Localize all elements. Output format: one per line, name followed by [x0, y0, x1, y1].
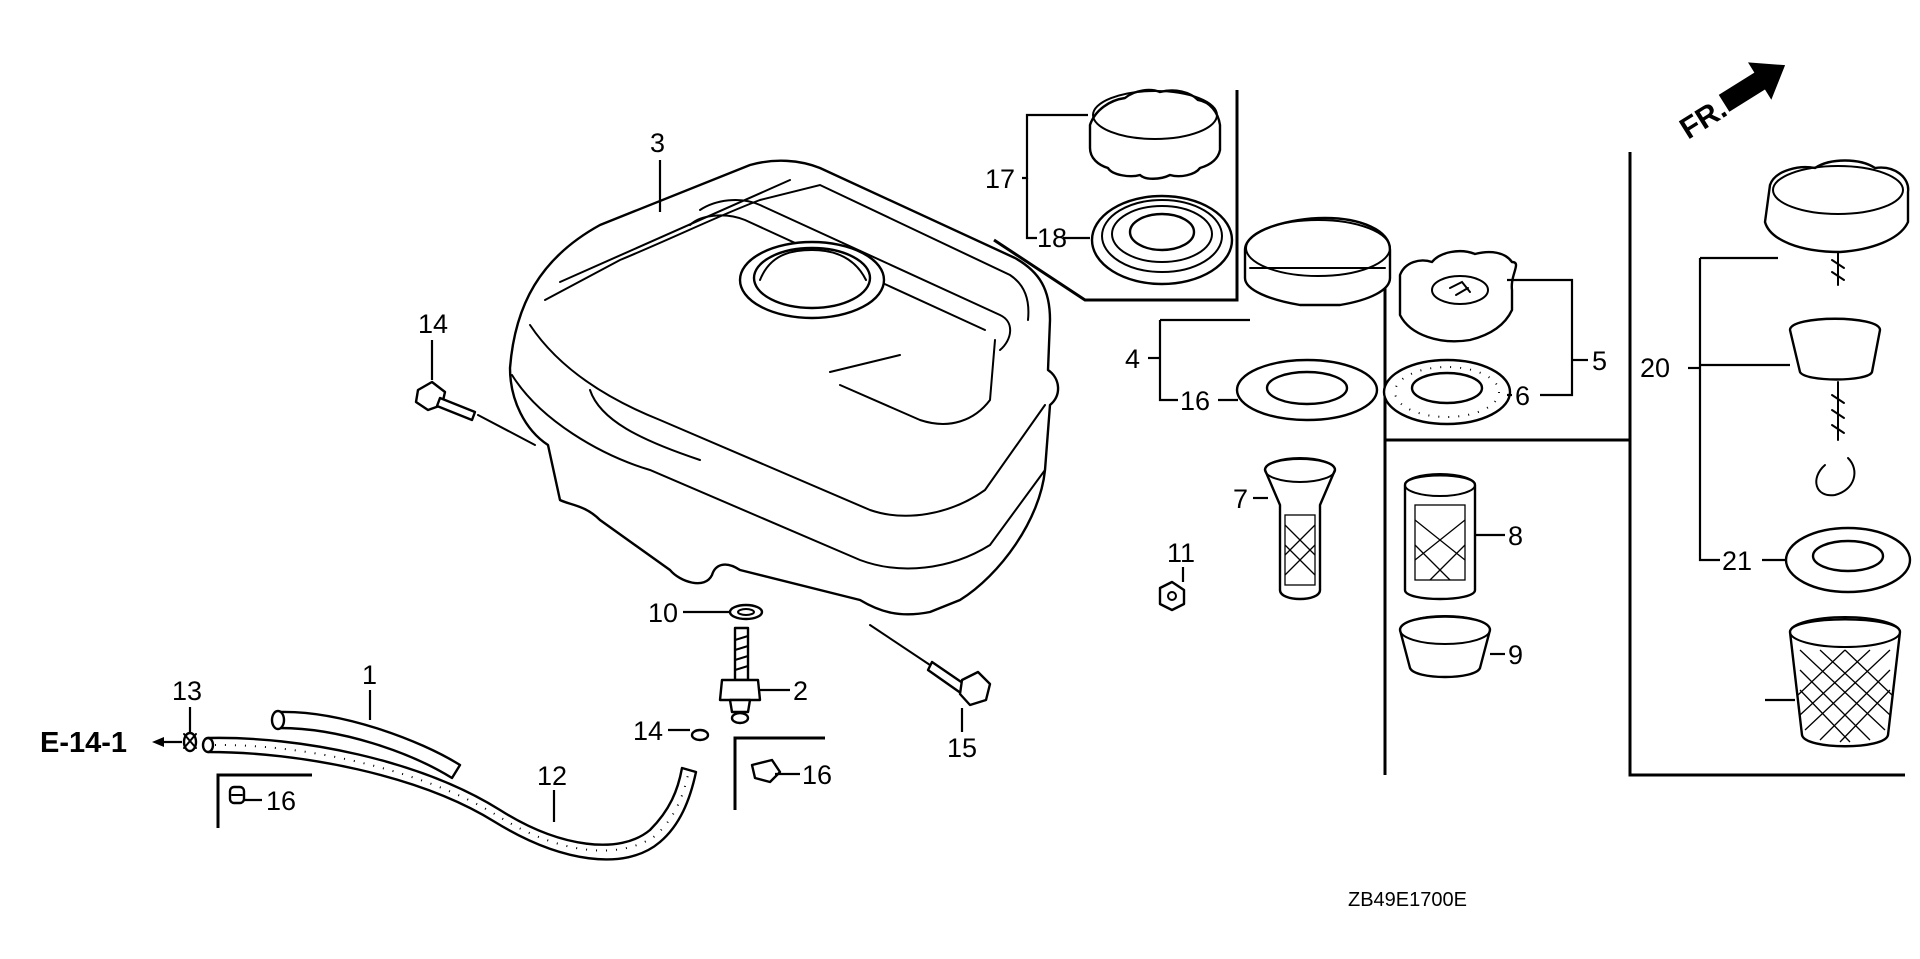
callout-13-left: 13: [172, 676, 202, 706]
flange-bolt-upper[interactable]: [414, 380, 536, 446]
tube-clip-left[interactable]: [182, 731, 198, 753]
front-direction-indicator: FR.: [1674, 62, 1786, 146]
leader-lines: [152, 113, 1795, 822]
callout-11: 11: [1167, 538, 1195, 568]
callout-14-lower: 15: [947, 733, 977, 763]
fuel-strainer-7[interactable]: [1263, 457, 1337, 601]
variant-box-16-left: [216, 773, 312, 828]
callout-8: 8: [1508, 521, 1523, 551]
fuel-tube-long[interactable]: [201, 736, 698, 861]
callout-15: 16: [1180, 386, 1210, 416]
fuel-tube-short[interactable]: [270, 709, 462, 780]
filler-cap-17[interactable]: [1088, 88, 1222, 180]
callout-1: 1: [362, 660, 377, 690]
fuel-strainer-21[interactable]: [1788, 616, 1902, 748]
fuel-strainer-8[interactable]: [1403, 473, 1477, 601]
callout-5: 5: [1592, 346, 1607, 376]
callout-20: 21: [1722, 546, 1752, 576]
callout-3: 3: [650, 128, 665, 158]
filler-cap-19[interactable]: [1763, 159, 1910, 497]
callout-14-upper: 14: [418, 309, 448, 339]
filler-cap-4[interactable]: [1243, 216, 1392, 307]
callout-18: 18: [1037, 223, 1067, 253]
callout-19: 20: [1640, 353, 1670, 383]
variant-box-19-21: [1628, 152, 1905, 777]
variant-box-5-6: [1383, 253, 1630, 775]
flange-nut[interactable]: [1158, 580, 1186, 612]
callout-4: 4: [1125, 344, 1140, 374]
cap-gasket-15[interactable]: [1235, 358, 1379, 422]
fuel-tank[interactable]: [508, 159, 1060, 616]
tube-clamp-right[interactable]: [750, 758, 782, 784]
fuel-cock[interactable]: [718, 626, 762, 725]
callout-labels: 3 17 18 4 16 5 6 20 21 7 8 9 11 10 2 14 …: [172, 128, 1752, 816]
callout-7: 7: [1233, 484, 1248, 514]
cap-gasket-18[interactable]: [1090, 194, 1234, 286]
callout-12: 12: [537, 761, 567, 791]
callout-17: 17: [985, 164, 1015, 194]
strainer-holder[interactable]: [1398, 615, 1492, 679]
washer[interactable]: [728, 603, 764, 621]
callout-10: 10: [648, 598, 678, 628]
flange-bolt-lower[interactable]: [869, 624, 992, 707]
cap-gasket-6[interactable]: [1382, 358, 1512, 426]
tube-clamp-left[interactable]: [228, 785, 246, 805]
drawing-code: ZB49E1700E: [1348, 889, 1467, 911]
callout-9: 9: [1508, 640, 1523, 670]
callout-16-left: 16: [266, 786, 296, 816]
tube-clip-right[interactable]: [690, 728, 710, 742]
cross-reference-link[interactable]: E-14-1: [40, 727, 127, 759]
callout-2: 2: [793, 676, 808, 706]
filler-cap-5[interactable]: [1398, 250, 1518, 343]
callout-13-right: 14: [633, 716, 663, 746]
callout-6: 6: [1515, 381, 1530, 411]
variant-box-16-right: [733, 736, 825, 810]
callout-16-right: 16: [802, 760, 832, 790]
front-arrow-icon: [1718, 62, 1786, 112]
variant-box-17-18: [993, 90, 1239, 302]
cap-gasket-20[interactable]: [1784, 526, 1912, 594]
